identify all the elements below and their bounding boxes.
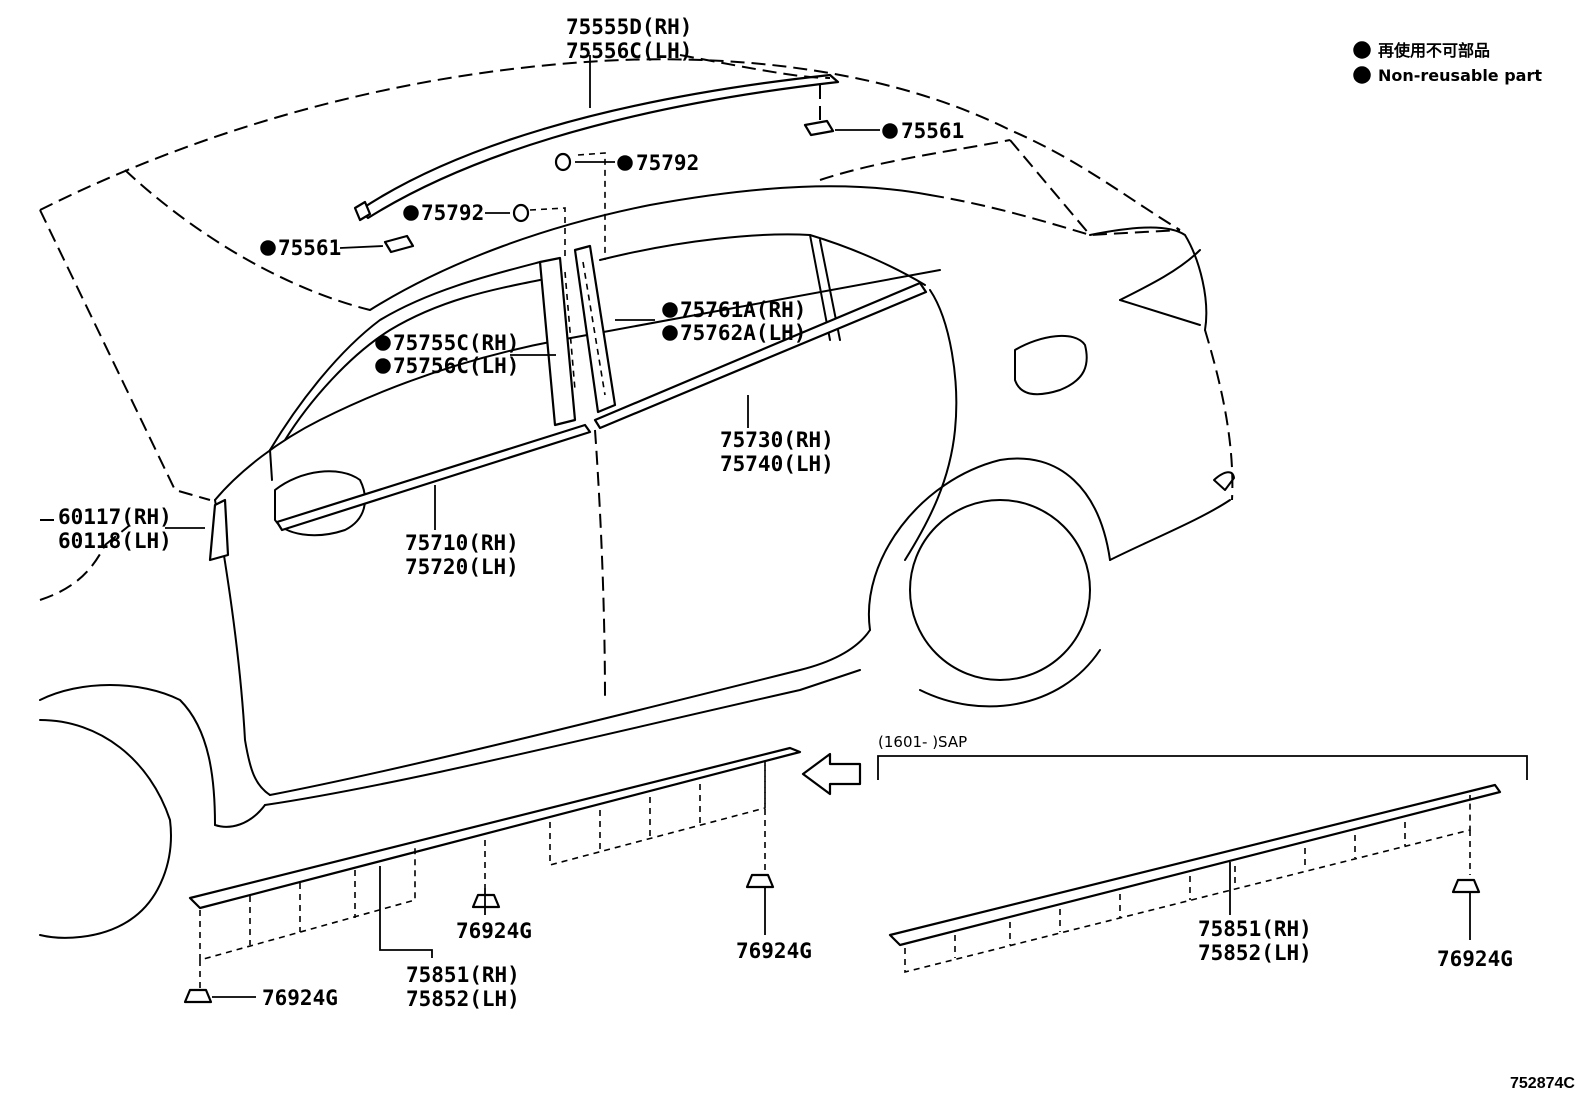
legend: 再使用不可部品 Non-reusable part	[1353, 41, 1542, 85]
non-reusable-bullet-icon	[662, 302, 678, 318]
label-75852-right: 75852(LH)	[1198, 941, 1312, 965]
part-labels: 75555D(RH) 75556C(LH) 75561 75792 75792 …	[58, 15, 1575, 1092]
label-76924g-2: 76924G	[736, 939, 812, 963]
front-belt-molding	[275, 423, 592, 532]
label-75561-left: 75561	[278, 236, 341, 260]
legend-bullet-icon	[1353, 66, 1371, 84]
corner-trim-60117	[208, 498, 230, 562]
label-75755c: 75755C(RH)	[393, 331, 519, 355]
label-75556c: 75556C(LH)	[566, 39, 692, 63]
car-body-outline	[39, 58, 1235, 939]
clip-75792-mid	[512, 203, 530, 223]
label-75730: 75730(RH)	[720, 428, 834, 452]
b-pillar-rear-molding	[573, 244, 617, 414]
legend-en: Non-reusable part	[1378, 66, 1542, 85]
label-sap-range: (1601- )SAP	[878, 733, 967, 751]
nut-76924g-2	[745, 873, 775, 889]
non-reusable-bullet-icon	[662, 325, 678, 341]
roof-molding-part	[358, 73, 840, 220]
label-76924g-1: 76924G	[456, 919, 532, 943]
parts-drawings	[183, 73, 1528, 1004]
label-60117: 60117(RH)	[58, 505, 172, 529]
non-reusable-bullet-icon	[882, 123, 898, 139]
label-75792-top: 75792	[636, 151, 699, 175]
label-75555d: 75555D(RH)	[566, 15, 692, 39]
non-reusable-bullet-icon	[375, 358, 391, 374]
label-75740: 75740(LH)	[720, 452, 834, 476]
legend-jp: 再使用不可部品	[1378, 41, 1490, 60]
label-75761a: 75761A(RH)	[680, 298, 806, 322]
label-75561-top: 75561	[901, 119, 964, 143]
label-75851-left: 75851(RH)	[406, 963, 520, 987]
arrow-left-icon	[801, 752, 862, 796]
legend-bullet-icon	[1353, 41, 1371, 59]
nut-76924g-3	[183, 988, 213, 1004]
clip-75561-top	[803, 119, 835, 137]
non-reusable-bullet-icon	[260, 240, 276, 256]
clip-75792-top	[554, 152, 572, 172]
leader-lines	[40, 54, 1471, 998]
label-75720: 75720(LH)	[405, 555, 519, 579]
non-reusable-bullet-icon	[403, 205, 419, 221]
illustration-code: 752874C	[1510, 1075, 1575, 1092]
label-75710: 75710(RH)	[405, 531, 519, 555]
non-reusable-bullet-icon	[617, 155, 633, 171]
label-60118: 60118(LH)	[58, 529, 172, 553]
label-76924g-3: 76924G	[262, 986, 338, 1010]
rear-belt-molding	[593, 281, 928, 430]
nut-76924g-1	[471, 893, 501, 909]
label-75852-left: 75852(LH)	[406, 987, 520, 1011]
rocker-molding-right	[888, 783, 1502, 947]
label-75851-right: 75851(RH)	[1198, 917, 1312, 941]
rocker-molding-left	[188, 746, 802, 910]
nut-76924g-4	[1451, 878, 1481, 894]
b-pillar-front-molding	[538, 256, 577, 427]
label-75792-mid: 75792	[421, 201, 484, 225]
label-76924g-4: 76924G	[1437, 947, 1513, 971]
label-75762a: 75762A(LH)	[680, 321, 806, 345]
non-reusable-bullet-icon	[375, 335, 391, 351]
clip-75561-left	[383, 234, 415, 254]
label-75756c: 75756C(LH)	[393, 354, 519, 378]
